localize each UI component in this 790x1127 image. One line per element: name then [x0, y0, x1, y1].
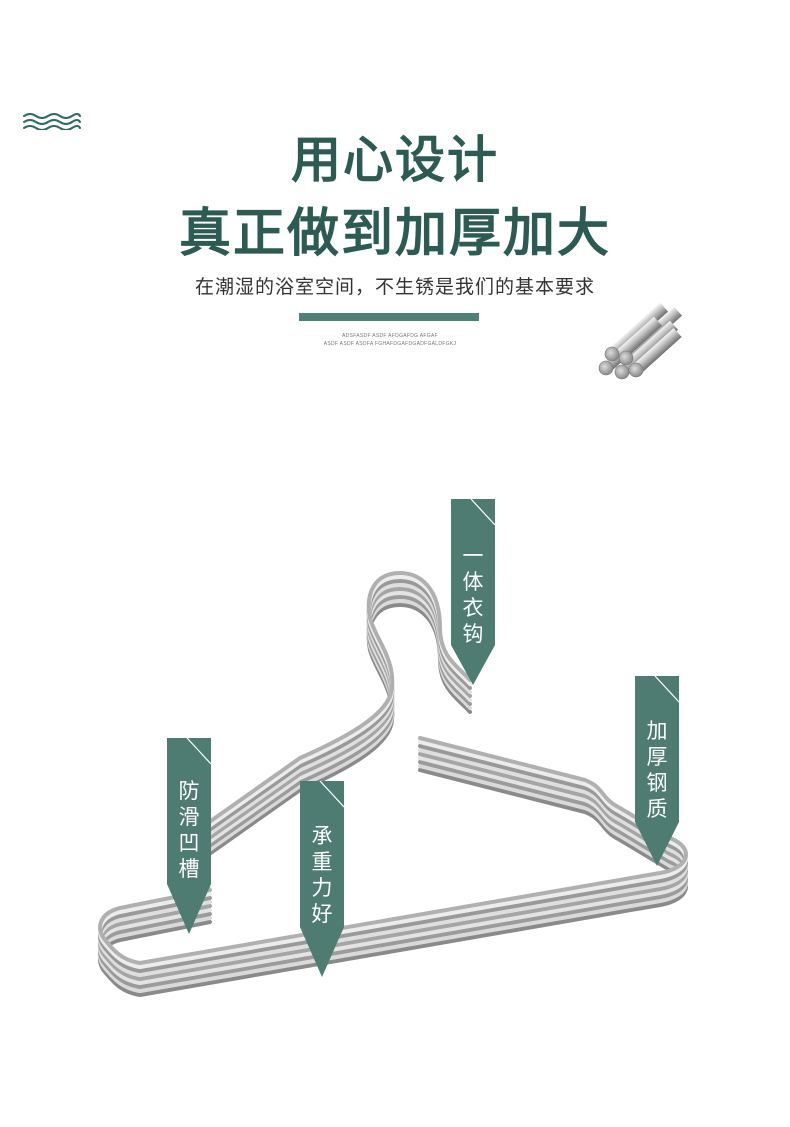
small-caption-2: ASDF ASDF ASDFA FGHAFDGAFDGADFGALDFGKJ: [323, 341, 457, 347]
callout-char: 好: [311, 902, 333, 926]
callout-char: 质: [646, 797, 668, 821]
callout-anti-slip-groove: 防 滑 凹 槽: [167, 738, 211, 934]
callout-char: 承: [311, 824, 333, 848]
callout-char: 加: [646, 719, 668, 743]
callout-char: 一: [462, 544, 484, 568]
steel-rods-image: [598, 302, 682, 380]
callout-char: 滑: [178, 805, 200, 829]
callout-char: 厚: [646, 745, 668, 769]
callout-char: 力: [311, 876, 333, 900]
wave-lines-icon: [23, 113, 81, 130]
page-subtitle: 在潮湿的浴室空间，不生锈是我们的基本要求: [194, 276, 595, 298]
callout-thick-steel: 加 厚 钢 质: [635, 676, 679, 866]
callout-char: 钩: [462, 622, 484, 646]
page-title: 用心设计: [291, 131, 499, 189]
callout-one-piece-hook: 一 体 衣 钩: [451, 499, 495, 685]
callout-char: 防: [178, 779, 200, 803]
page-headline: 真正做到加厚加大: [178, 204, 611, 264]
small-caption-1: ADSFASDF ASDF AFDGAFDG AFGAF: [342, 333, 438, 339]
callout-char: 槽: [178, 857, 200, 881]
callout-char: 重: [311, 850, 333, 874]
callout-load-bearing: 承 重 力 好: [300, 781, 344, 977]
callout-char: 钢: [646, 771, 668, 795]
callout-char: 凹: [178, 831, 200, 855]
divider-bar: [299, 313, 479, 321]
callout-char: 衣: [462, 596, 484, 620]
callout-char: 体: [462, 570, 484, 594]
